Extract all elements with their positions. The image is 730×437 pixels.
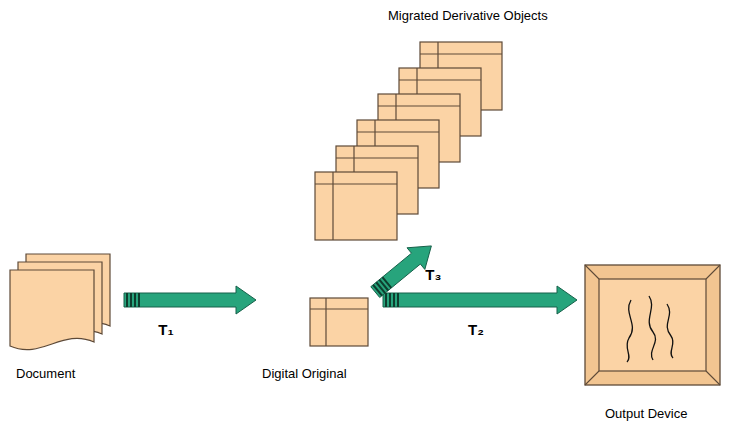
document-page <box>10 270 94 350</box>
node-shape <box>6 250 118 382</box>
bevel-line <box>706 265 720 279</box>
transform-arrow <box>124 286 256 314</box>
block-arrow <box>383 286 577 314</box>
arrow-stripe <box>393 293 395 307</box>
window-line <box>310 308 368 309</box>
arrow-stripe <box>126 293 128 307</box>
node-label: Migrated Derivative Objects <box>388 8 548 24</box>
device-frame <box>585 265 720 385</box>
digital-original-box <box>310 298 368 346</box>
output-squiggle <box>649 296 656 360</box>
block-arrow <box>124 286 256 314</box>
node-shape <box>583 262 723 422</box>
output-squiggle <box>667 304 673 358</box>
node-label: Output Device <box>605 406 687 422</box>
transform-arrow <box>371 246 432 298</box>
arrow-stripe <box>134 293 136 307</box>
arrow-stripe <box>138 293 140 307</box>
transform-label: T₂ <box>468 321 484 339</box>
transform-arrow <box>383 286 577 314</box>
bevel-line <box>706 371 720 385</box>
device-screen <box>599 279 706 371</box>
node-label: Document <box>16 366 75 382</box>
block-arrow <box>371 246 432 298</box>
arrow-stripe <box>130 293 132 307</box>
arrow-stripe <box>385 293 387 307</box>
window-line <box>325 298 326 346</box>
transform-label: T₁ <box>158 321 173 339</box>
derivative-object <box>315 172 397 240</box>
bevel-line <box>585 371 599 385</box>
arrow-stripe <box>397 293 399 307</box>
arrow-stripe <box>389 293 391 307</box>
bevel-line <box>585 265 599 279</box>
arrow-stripe <box>382 277 391 288</box>
digital-original: Digital Original <box>262 294 377 382</box>
output-squiggle <box>627 300 632 362</box>
node-shape <box>310 8 610 244</box>
output-device: Output Device <box>583 262 723 422</box>
document-stack: Document <box>6 250 118 382</box>
migrated-objects-stack: Migrated Derivative Objects <box>310 8 610 244</box>
node-label: Digital Original <box>262 366 347 382</box>
transform-label: T₃ <box>425 266 441 284</box>
